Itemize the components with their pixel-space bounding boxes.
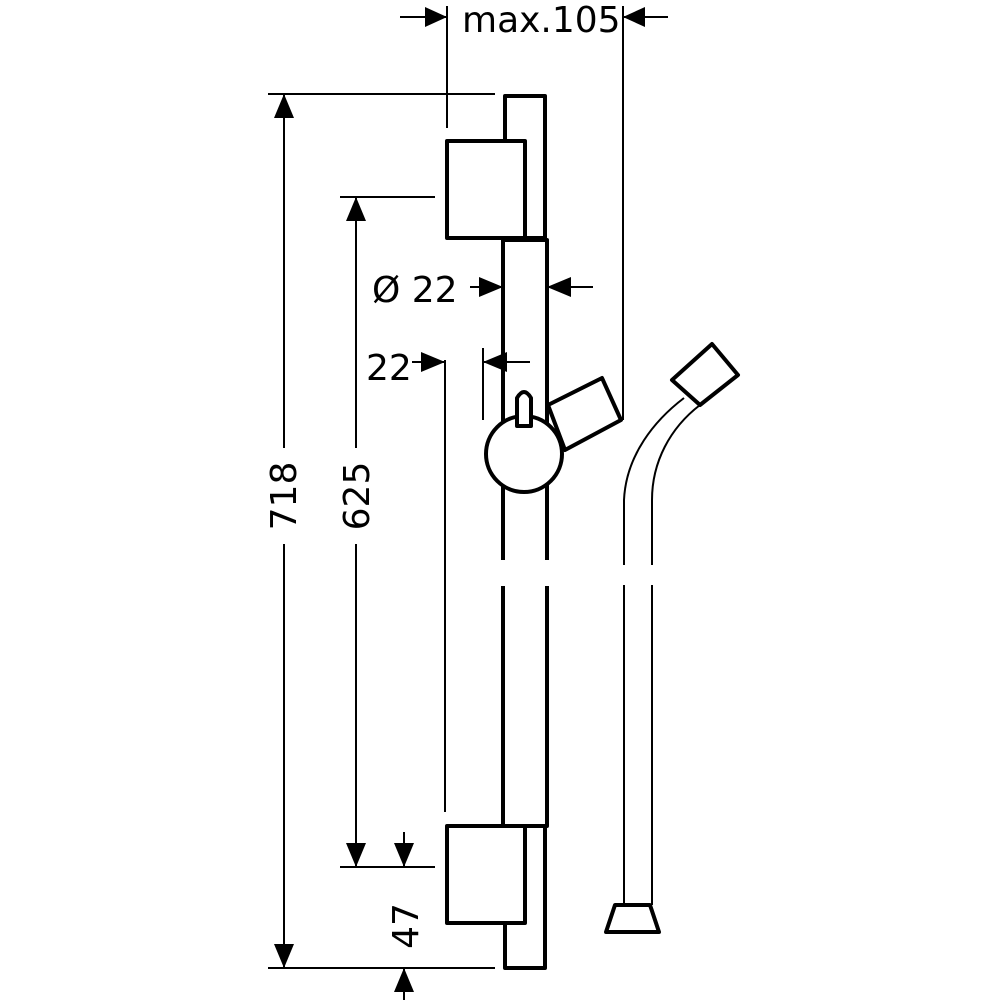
dim-bracket-spacing: 625 [334, 196, 435, 868]
dim-label-bar-diameter: Ø 22 [372, 270, 458, 311]
handshower-holder [546, 376, 623, 452]
dim-wall-offset: 22 [366, 348, 530, 812]
dim-label-bracket-spacing: 625 [337, 462, 378, 531]
hose-nut-top [670, 342, 740, 407]
dim-lower-bracket-height: 47 [386, 832, 427, 1000]
slider-lever [515, 390, 533, 428]
slider-assembly [484, 376, 623, 494]
upper-wall-bracket [445, 139, 527, 240]
dim-bar-diameter: Ø 22 [372, 270, 593, 311]
hose-nut-bottom [604, 903, 661, 934]
dim-overall-height: 718 [262, 93, 495, 969]
lower-wall-bracket [445, 824, 527, 925]
dim-max-projection: max.105 [400, 0, 668, 420]
dim-label-overall-height: 718 [264, 462, 305, 531]
dim-label-max-projection: max.105 [462, 0, 621, 41]
dim-label-wall-offset: 22 [366, 348, 412, 389]
shower-hose [604, 342, 740, 934]
dim-label-lower-bracket-height: 47 [386, 903, 427, 949]
